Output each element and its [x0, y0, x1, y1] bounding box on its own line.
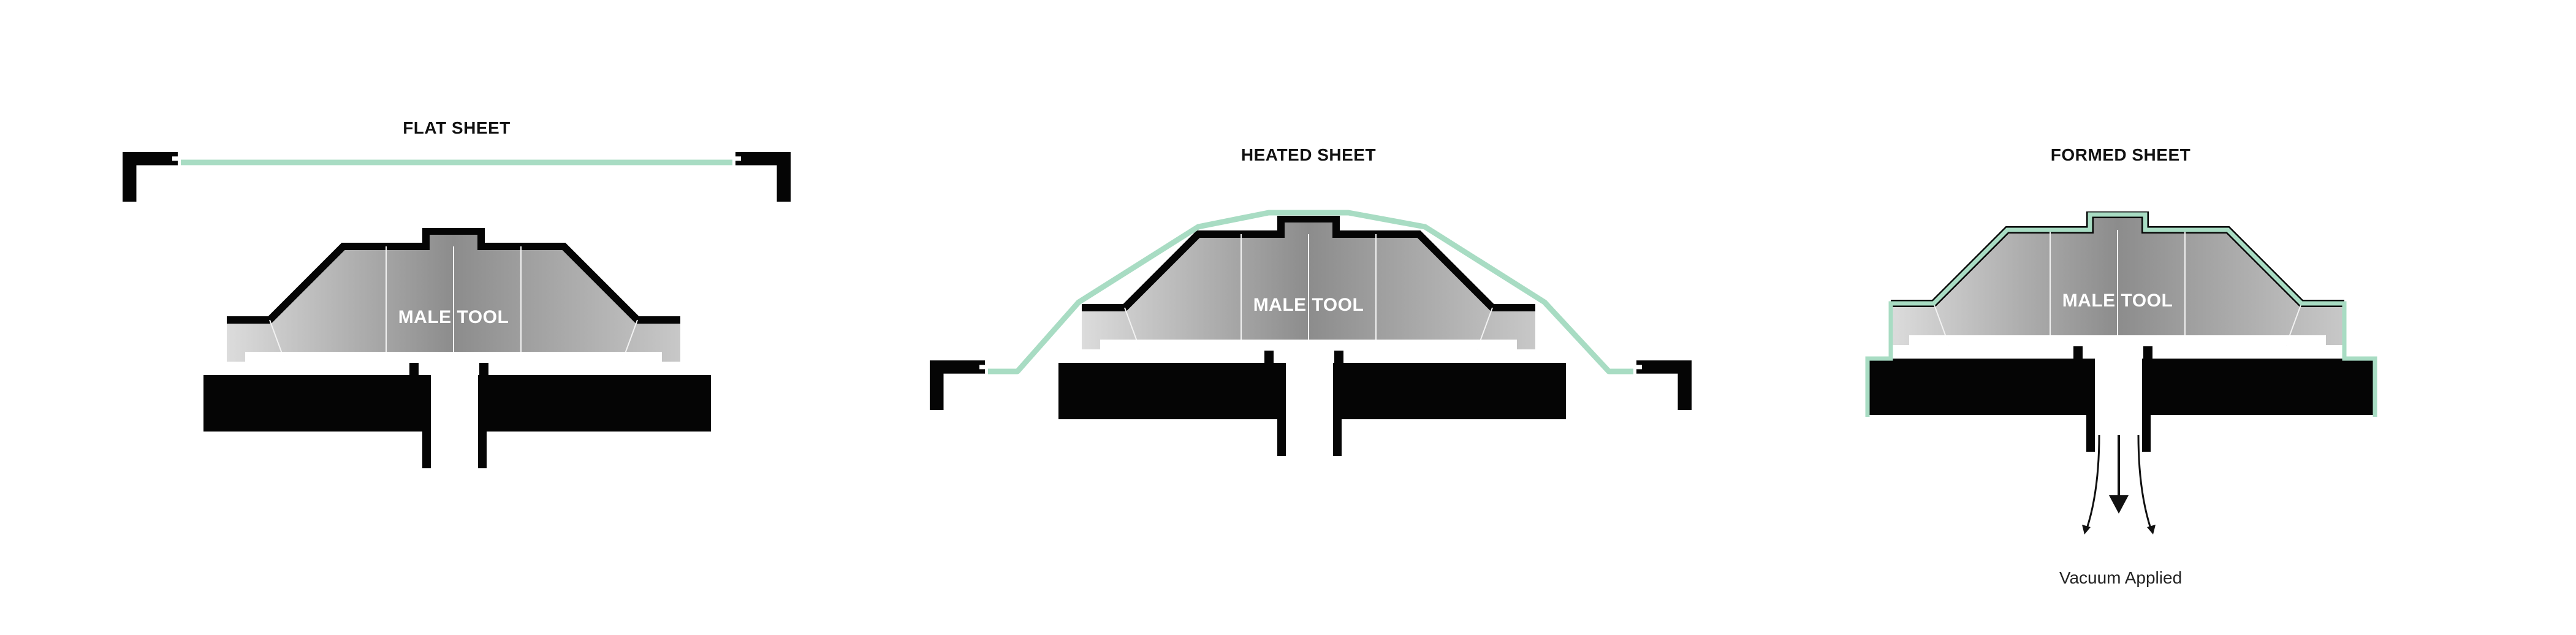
arrow-right-tip-icon	[2147, 525, 2156, 534]
panel-flat-sheet: FLAT SHEET MALE TOOL	[123, 118, 791, 468]
panel-title-heated-sheet: HEATED SHEET	[1241, 145, 1376, 164]
vacuum-arrows	[2082, 435, 2156, 534]
vacuum-arrow-left	[2086, 435, 2100, 529]
machine-base	[203, 363, 711, 468]
machine-base	[1058, 351, 1566, 456]
male-tool-label: MALE TOOL	[398, 307, 509, 327]
clamp-right	[1636, 360, 1692, 410]
machine-base	[1867, 346, 2375, 452]
vacuum-arrow-right	[2137, 435, 2152, 529]
formed-sheet-line	[1865, 212, 2377, 417]
panel-heated-sheet: HEATED SHEET MALE TOOL	[930, 145, 1692, 456]
panel-formed-sheet: FORMED SHEET MALE TOOL Vacuum Applied	[1865, 145, 2377, 587]
panel-title-flat-sheet: FLAT SHEET	[403, 118, 511, 137]
vacuum-label: Vacuum Applied	[2059, 568, 2182, 587]
male-tool: MALE TOOL	[227, 231, 680, 362]
clamp-right	[735, 152, 791, 202]
arrow-down-icon	[2109, 495, 2129, 514]
male-tool: MALE TOOL	[1891, 215, 2344, 345]
male-tool: MALE TOOL	[1082, 219, 1535, 349]
clamp-left	[930, 360, 985, 410]
clamp-left	[123, 152, 178, 202]
male-tool-label: MALE TOOL	[2062, 291, 2173, 311]
arrow-left-tip-icon	[2082, 525, 2091, 534]
panel-title-formed-sheet: FORMED SHEET	[2051, 145, 2190, 164]
male-tool-label: MALE TOOL	[1253, 295, 1364, 315]
heated-sheet-line	[988, 210, 1633, 375]
